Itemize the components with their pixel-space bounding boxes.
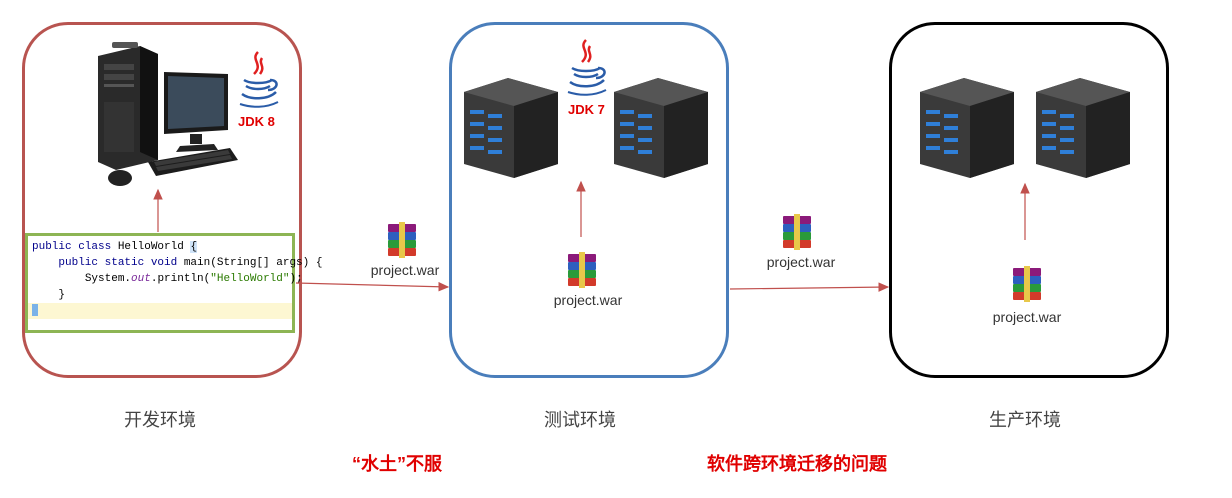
server-rack-icon (614, 78, 708, 178)
arrow-dev-to-test (295, 281, 450, 292)
code-snippet-panel: public class HelloWorld { public static … (25, 233, 323, 333)
text-cursor (32, 304, 38, 317)
code-line: } (58, 289, 66, 301)
workstation-icon (98, 42, 238, 186)
code-line: System.out.println("HelloWorld"); (84, 273, 303, 285)
notice-migration-problem: 软件跨环境迁移的问题 (707, 454, 887, 474)
dev-environment-label: 开发环境 (124, 410, 196, 430)
code-line: public class HelloWorld { (32, 241, 198, 253)
java-logo-icon (239, 51, 279, 108)
war-archive-icon (1013, 266, 1041, 302)
prod-environment-box (889, 22, 1169, 378)
test-environment-box (449, 22, 729, 378)
code-line: public static void main(String[] args) { (58, 257, 323, 269)
war-label: project.war (553, 292, 623, 308)
test-environment-label: 测试环境 (544, 410, 616, 430)
prod-environment-label: 生产环境 (989, 410, 1061, 430)
test-jdk-label: JDK 7 (568, 102, 605, 117)
war-label: project.war (370, 262, 440, 278)
notice-incompatibility: “水土”不服 (352, 454, 442, 474)
war-label: project.war (766, 254, 836, 270)
server-rack-icon (920, 78, 1014, 178)
war-label: project.war (992, 309, 1062, 325)
java-logo-icon (567, 39, 607, 96)
war-archive-icon (783, 214, 811, 250)
dev-jdk-label: JDK 8 (238, 114, 275, 129)
server-rack-icon (464, 78, 558, 178)
server-rack-icon (1036, 78, 1130, 178)
arrow-test-to-prod (729, 282, 890, 292)
war-archive-icon (388, 222, 416, 258)
code-line: } (28, 303, 292, 319)
war-archive-icon (568, 252, 596, 288)
